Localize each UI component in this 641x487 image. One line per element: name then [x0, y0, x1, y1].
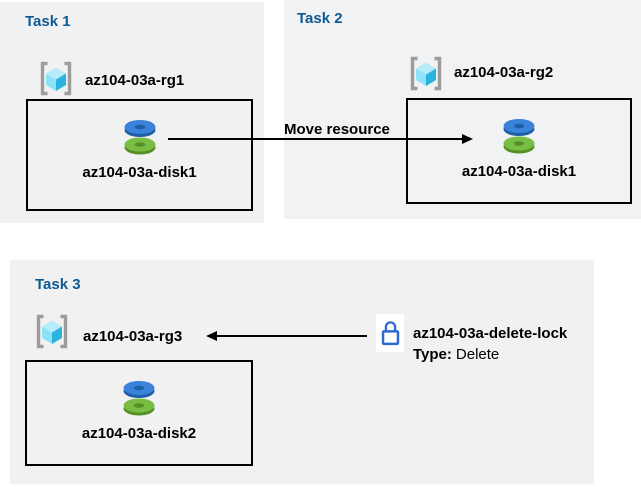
lock-arrow-line [216, 335, 367, 337]
task3-panel: Task 3 az104-03a-rg3 [10, 260, 594, 484]
task2-disk-name: az104-03a-disk1 [461, 163, 577, 180]
task3-resource-group-name: az104-03a-rg3 [83, 328, 183, 345]
lock-icon [376, 314, 404, 352]
task2-panel: Task 2 az104-03a-rg2 [284, 0, 641, 219]
lock-type-label: Type: [413, 346, 452, 363]
lock-type: Type:Delete [413, 344, 567, 365]
task2-resource-group-name: az104-03a-rg2 [454, 64, 554, 81]
lock-name: az104-03a-delete-lock [413, 325, 568, 342]
task3-title: Task 3 [35, 276, 81, 293]
task1-panel: Task 1 az104-03a-rg1 [0, 2, 264, 223]
lock-arrow-head [206, 331, 217, 341]
task1-disk-name: az104-03a-disk1 [82, 164, 197, 181]
task1-resource-box: az104-03a-disk1 [26, 99, 253, 211]
resource-group-icon [37, 60, 75, 97]
resource-group-icon [407, 55, 445, 92]
disk-icon [117, 114, 163, 158]
resource-group-icon [33, 313, 71, 350]
task3-disk-name: az104-03a-disk2 [81, 425, 197, 442]
task2-title: Task 2 [297, 10, 343, 27]
disk-icon [496, 113, 542, 157]
lock-annotation: az104-03a-delete-lock Type:Delete [413, 323, 567, 365]
task3-resource-box: az104-03a-disk2 [25, 360, 253, 466]
task2-resource-box: az104-03a-disk1 [406, 98, 632, 204]
move-resource-label: Move resource [284, 121, 390, 138]
disk-icon [116, 375, 162, 419]
task1-resource-group-name: az104-03a-rg1 [85, 72, 185, 89]
lock-type-value: Delete [455, 346, 500, 363]
task1-title: Task 1 [25, 13, 71, 30]
move-arrow-head [462, 134, 473, 144]
move-arrow-line [168, 138, 462, 140]
